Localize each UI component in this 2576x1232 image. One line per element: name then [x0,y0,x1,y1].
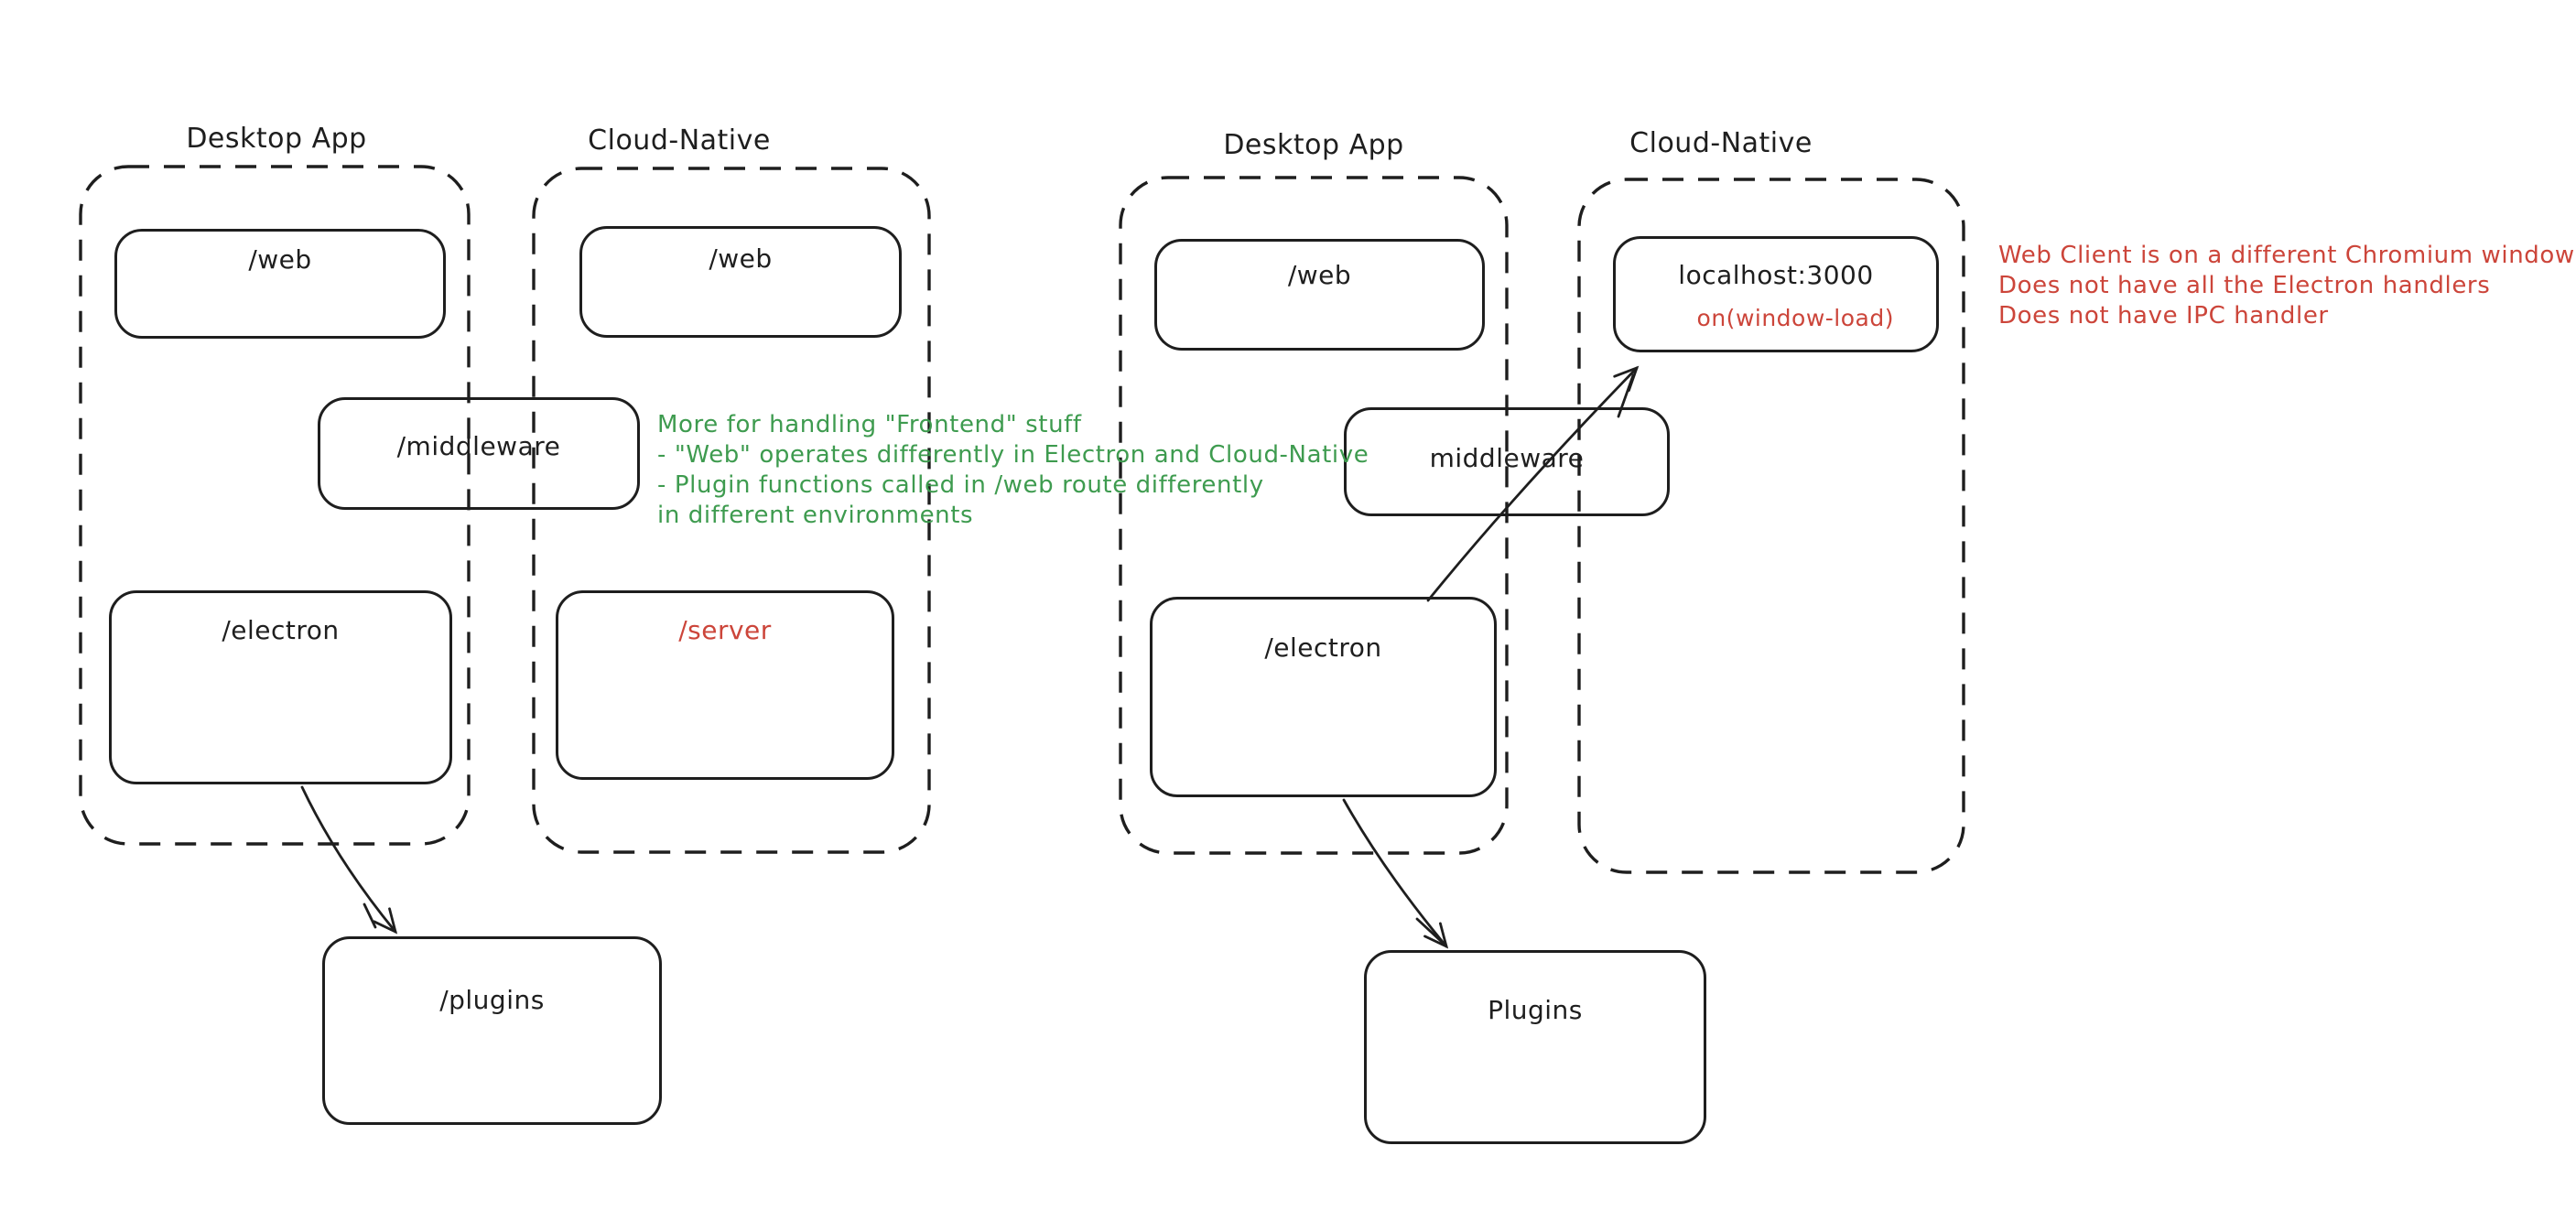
arrow-electron-to-plugins-right [1342,798,1448,948]
arrowhead-plugins-left [373,907,398,935]
box-web-right-label: /web [1287,260,1352,290]
box-plugins-left: /plugins [322,936,662,1125]
box-plugins-left-label: /plugins [439,985,545,1015]
box-web-cloud-left-label: /web [709,243,773,274]
box-electron-right: /electron [1150,597,1497,797]
box-electron-left-label: /electron [222,615,340,645]
box-electron-right-label: /electron [1264,632,1382,663]
title-cloud-native-right: Cloud-Native [1629,127,1813,159]
box-web-right: /web [1154,239,1485,351]
box-middleware-left: /middleware [318,397,640,510]
note-red-line-3: Does not have IPC handler [1998,302,2329,330]
box-plugins-right: Plugins [1364,950,1706,1144]
box-localhost-label: localhost:3000 [1678,260,1874,290]
box-electron-left: /electron [109,590,452,784]
note-green-line-1: More for handling "Frontend" stuff [657,411,1082,438]
title-cloud-native-left: Cloud-Native [588,124,771,157]
note-green-line-3: - Plugin functions called in /web route … [657,471,1264,499]
box-web-cloud-left: /web [579,226,902,338]
note-green-middleware: More for handling "Frontend" stuff - "We… [657,410,1369,531]
arrow-electron-to-plugins-left [300,785,397,934]
box-web-desktop-left-label: /web [248,244,312,275]
note-red-web-client: Web Client is on a different Chromium wi… [1998,241,2575,331]
arrowhead-plugins-right [1423,922,1449,949]
arrowhead-localhost [1613,365,1640,392]
box-localhost-sublabel-window-load: on(window-load) [1696,305,1894,331]
box-middleware-left-label: /middleware [396,431,561,461]
note-red-line-1: Web Client is on a different Chromium wi… [1998,242,2575,269]
arrowhead-plugins-left-sketch [363,902,377,929]
note-green-line-4: in different environments [657,502,974,529]
box-middleware-right-label: middleware [1429,443,1585,473]
box-server-left-label: /server [678,615,772,645]
note-green-line-2: - "Web" operates differently in Electron… [657,441,1369,469]
box-web-desktop-left: /web [114,229,446,339]
box-server-left: /server [556,590,894,780]
box-middleware-right: middleware [1344,407,1670,516]
arrowhead-plugins-right-sketch [1415,917,1445,945]
note-red-line-2: Does not have all the Electron handlers [1998,272,2491,299]
box-localhost-right: localhost:3000 on(window-load) [1613,236,1939,352]
title-desktop-app-right: Desktop App [1223,129,1404,161]
title-desktop-app-left: Desktop App [186,123,367,155]
box-plugins-right-label: Plugins [1488,995,1583,1025]
